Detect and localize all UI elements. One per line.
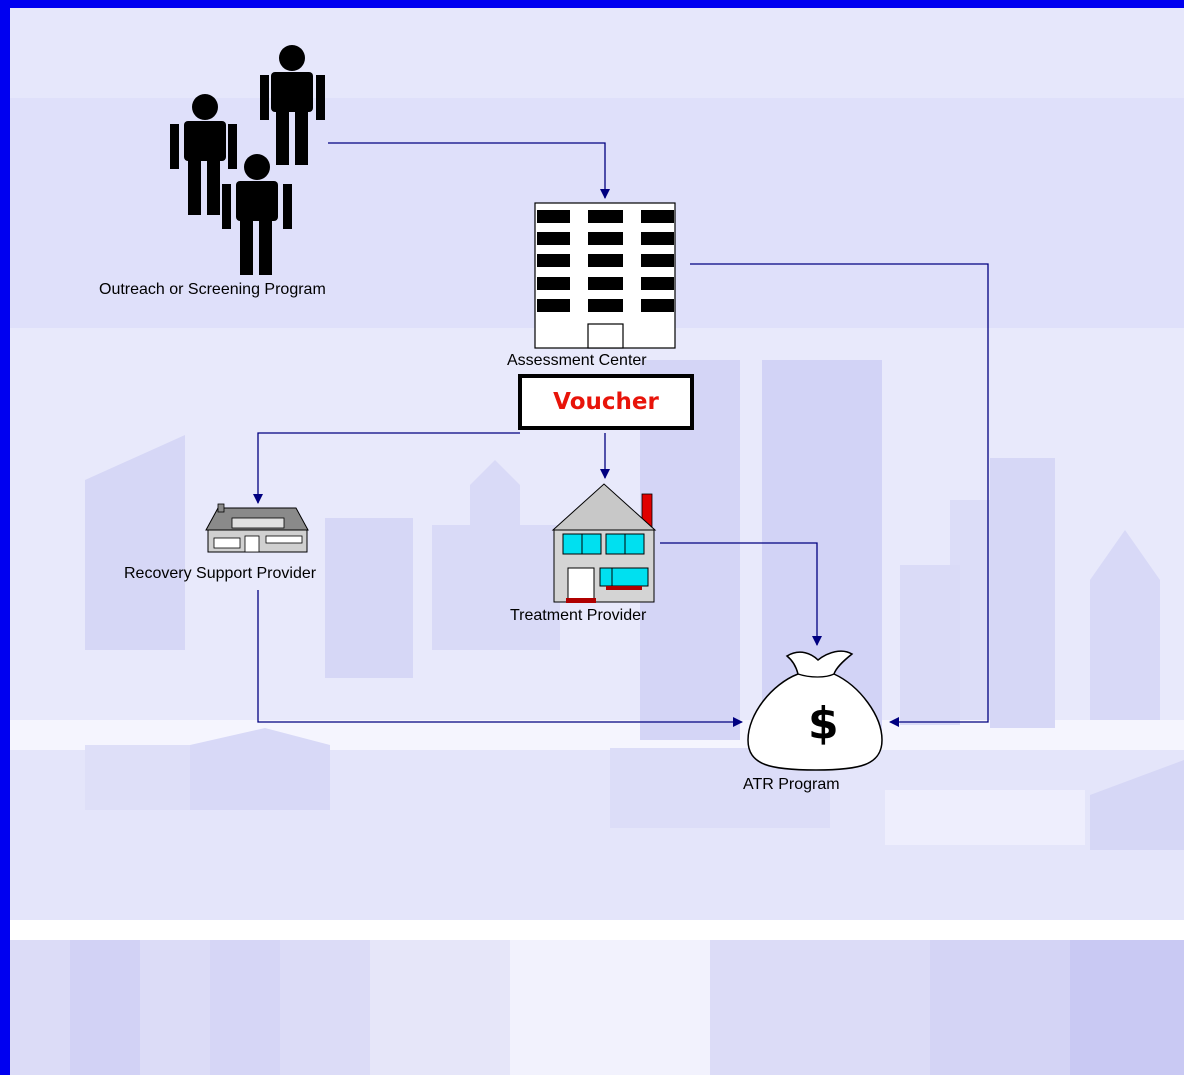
money-bag-icon <box>747 650 883 771</box>
dollar-sign: $ <box>808 698 839 749</box>
connector-assessment-to-atr <box>690 263 989 727</box>
voucher-box: Voucher <box>518 374 694 430</box>
voucher-label: Voucher <box>553 389 659 415</box>
connector-recovery-to-atr <box>257 590 743 727</box>
recovery-support-provider-label: Recovery Support Provider <box>124 565 317 582</box>
assessment-center-label: Assessment Center <box>507 352 647 369</box>
connectors <box>253 142 989 727</box>
background-skyline <box>10 8 1184 1075</box>
diagram-canvas <box>10 8 1184 1075</box>
connector-voucher-to-recovery <box>253 432 520 504</box>
connector-treatment-to-atr <box>660 542 822 646</box>
slide: Outreach or Screening Program Assessment… <box>10 8 1184 1075</box>
treatment-provider-label: Treatment Provider <box>510 607 647 624</box>
connector-outreach-to-assessment <box>328 142 610 199</box>
atr-program-label: ATR Program <box>743 776 840 793</box>
office-building-icon <box>534 202 676 349</box>
people-icon <box>170 45 325 275</box>
outreach-label: Outreach or Screening Program <box>99 281 326 298</box>
treatment-house-icon <box>551 483 657 603</box>
recovery-house-icon <box>205 503 309 553</box>
